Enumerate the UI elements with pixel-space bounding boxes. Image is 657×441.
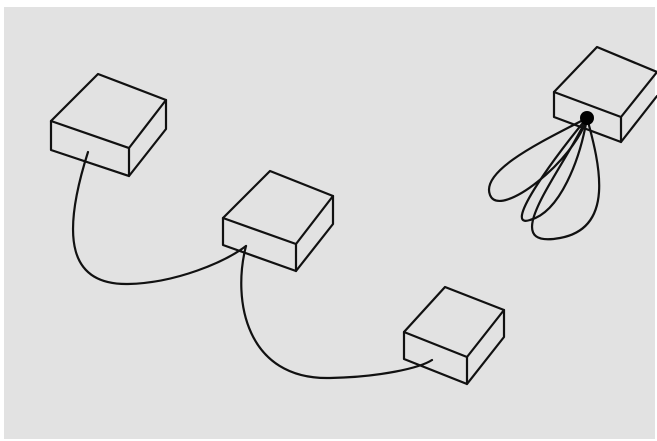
self-loop-inner <box>530 116 601 241</box>
self-loop-mid <box>520 116 589 222</box>
box-node-1 <box>49 72 168 178</box>
connector-box1-box2 <box>71 150 248 286</box>
box-icon <box>402 285 506 386</box>
box-node-3 <box>402 285 506 386</box>
box-icon <box>49 72 168 178</box>
box-node-4 <box>552 45 657 144</box>
box-icon <box>552 45 657 144</box>
box-icon <box>221 169 335 273</box>
box-node-2 <box>221 169 335 273</box>
connector-box2-box3 <box>240 244 434 380</box>
self-loop-outer <box>487 116 589 202</box>
port-dot <box>580 111 594 125</box>
panel-background <box>4 7 655 439</box>
